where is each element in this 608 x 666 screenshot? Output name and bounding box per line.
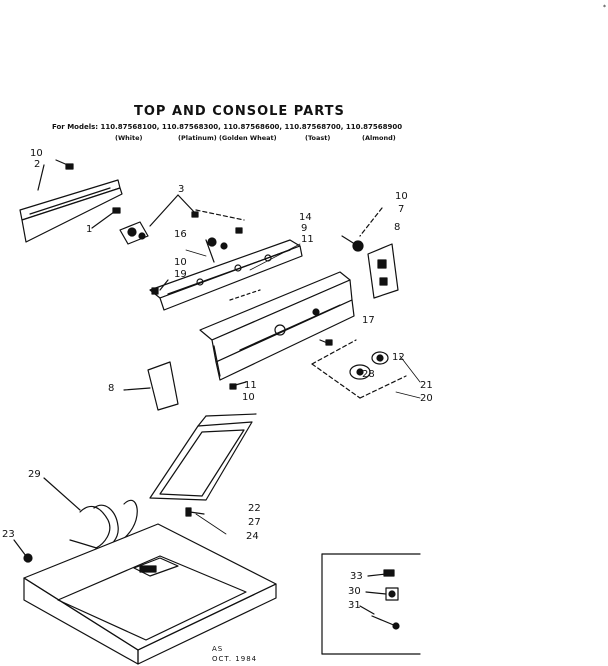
leader-lines: [185, 243, 421, 535]
rear-panel-part-2: [19, 179, 123, 243]
label-part-33: 33: [350, 571, 363, 582]
color-almond: (Almond): [362, 134, 396, 142]
label-part-2: 2: [34, 159, 41, 170]
color-platinum-golden-wheat: (Platinum) (Golden Wheat): [178, 134, 277, 142]
footer-date: OCT. 1984: [212, 655, 258, 663]
screw-10-top: [37, 159, 74, 191]
diagram-title: TOP AND CONSOLE PARTS: [134, 104, 345, 119]
footer-code: AS: [212, 645, 224, 653]
label-part-28: 28: [362, 369, 375, 380]
end-cap-part-8-left: [123, 361, 247, 411]
label-part-3: 3: [178, 184, 185, 195]
models-line: For Models: 110.87568100, 110.87568300, …: [52, 123, 403, 131]
door-panel-part-22: [149, 413, 257, 517]
color-toast: (Toast): [305, 134, 331, 142]
label-part-8: 8: [108, 383, 115, 394]
label-part-19: 19: [174, 269, 187, 280]
label-part-11: 11: [301, 234, 314, 245]
label-part-10: 10: [174, 257, 187, 268]
label-part-10: 10: [30, 148, 43, 159]
knob-assembly-part-12-28: [311, 339, 407, 399]
console-panel: [199, 271, 355, 381]
label-part-30: 30: [348, 586, 361, 597]
label-part-21: 21: [420, 380, 433, 391]
screw-1: [91, 207, 121, 229]
label-part-14: 14: [299, 212, 312, 223]
label-part-20: 20: [420, 393, 433, 404]
label-part-24: 24: [246, 531, 259, 542]
label-part-10: 10: [395, 191, 408, 202]
label-part-8: 8: [394, 222, 401, 233]
timer-switch-part-3: [119, 194, 245, 245]
label-part-27: 27: [248, 517, 261, 528]
end-cap-part-8-right: [341, 207, 399, 299]
label-part-17: 17: [362, 315, 375, 326]
label-part-10: 10: [242, 392, 255, 403]
color-white: (White): [115, 134, 143, 142]
label-part-16: 16: [174, 229, 187, 240]
label-part-9: 9: [301, 223, 308, 234]
label-part-7: 7: [398, 204, 405, 215]
label-part-31: 31: [348, 600, 361, 611]
label-part-22: 22: [248, 503, 261, 514]
console-bracket: [149, 237, 303, 311]
label-part-23: 23: [2, 529, 15, 540]
top-panel: [13, 523, 277, 665]
label-part-12: 12: [392, 352, 405, 363]
label-part-1: 1: [86, 224, 93, 235]
label-part-11: 11: [244, 380, 257, 391]
inset-box: [321, 553, 421, 655]
label-part-29: 29: [28, 469, 41, 480]
corner-mark: *: [603, 4, 606, 11]
